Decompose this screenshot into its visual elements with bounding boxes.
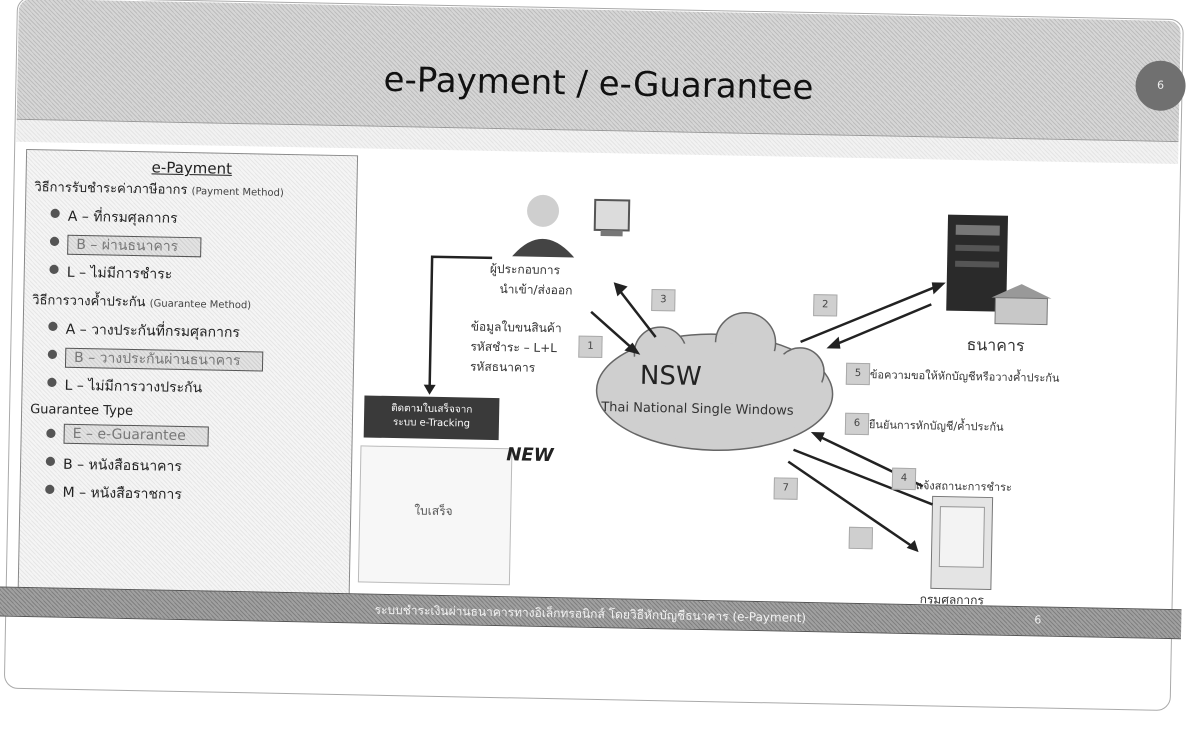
step-number: 3 (651, 288, 676, 312)
importer-label-2: นำเข้า/ส่งออก (499, 282, 573, 298)
step-number: 6 (844, 412, 870, 436)
step-number: 5 (845, 362, 871, 386)
importer-label: ผู้ประกอบการ (489, 261, 561, 278)
step-number: 4 (891, 467, 917, 491)
nsw-label: NSW (639, 360, 702, 392)
info-line: รหัสชำระ – L+L (470, 339, 558, 356)
arrow-heads (423, 282, 946, 553)
step-number (848, 526, 874, 550)
receipt-text: ใบเสร็จ (414, 503, 453, 519)
info-line: ข้อมูลใบขนสินค้า (470, 319, 562, 336)
step-number: 1 (578, 335, 603, 359)
new-badge: NEW (506, 444, 554, 467)
bank-message: ข้อความขอให้หักบัญชีหรือวางค้ำประกัน (869, 368, 1060, 385)
nsw-cloud-icon (595, 312, 834, 451)
info-line: รหัสธนาคาร (469, 359, 536, 375)
customs-server-icon (930, 495, 994, 591)
customs-message: แจ้งสถานะการชำระ (915, 479, 1013, 494)
flow-arrows (428, 255, 938, 548)
e-tracking-box: ติดตามใบเสร็จจาก ระบบ e-Tracking (363, 395, 500, 441)
footer-page-number: 6 (1034, 613, 1042, 627)
tracking-line: ระบบ e-Tracking (392, 417, 471, 430)
person-computer-icon (512, 194, 631, 258)
step-number: 7 (773, 477, 798, 500)
bank-label: ธนาคาร (966, 335, 1025, 356)
bank-server-icon (946, 214, 1052, 326)
bank-confirm-message: ยืนยันการหักบัญชี/ค้ำประกัน (868, 418, 1004, 434)
receipt-document: ใบเสร็จ (357, 445, 513, 586)
step-number: 2 (813, 294, 838, 317)
